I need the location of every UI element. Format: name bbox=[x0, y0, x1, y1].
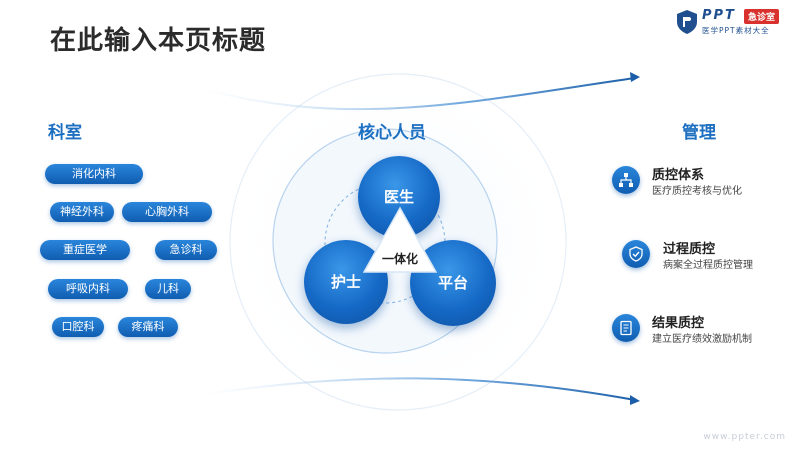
management-heading: 管理 bbox=[682, 123, 716, 143]
integration-triangle bbox=[362, 206, 438, 273]
department-pill[interactable]: 急诊科 bbox=[155, 240, 217, 260]
department-pill[interactable]: 口腔科 bbox=[52, 317, 104, 337]
department-pill[interactable]: 疼痛科 bbox=[118, 317, 178, 337]
logo-brand-text: PPT bbox=[702, 8, 736, 23]
management-item-desc: 医疗质控考核与优化 bbox=[652, 186, 742, 197]
management-item-icon[interactable] bbox=[622, 240, 650, 268]
management-item-desc: 病案全过程质控管理 bbox=[663, 260, 753, 271]
brand-logo: PPT 急诊室 医学PPT素材大全 bbox=[676, 8, 796, 38]
integration-label: 一体化 bbox=[381, 252, 418, 266]
org-chart-icon bbox=[619, 173, 633, 187]
management-item-title: 过程质控 bbox=[663, 242, 716, 257]
management-item-title: 结果质控 bbox=[652, 316, 705, 331]
shield-logo-icon bbox=[677, 10, 697, 34]
department-pill[interactable]: 心胸外科 bbox=[122, 202, 212, 222]
management-item-icon[interactable] bbox=[612, 314, 640, 342]
shield-check-icon bbox=[629, 246, 643, 262]
page-title: 在此输入本页标题 bbox=[50, 26, 267, 56]
department-pill[interactable]: 儿科 bbox=[145, 279, 191, 299]
management-item-desc: 建立医疗绩效激励机制 bbox=[652, 334, 752, 345]
document-icon bbox=[620, 320, 632, 336]
department-pill[interactable]: 呼吸内科 bbox=[48, 279, 128, 299]
logo-subtitle: 医学PPT素材大全 bbox=[702, 26, 770, 35]
department-pill[interactable]: 消化内科 bbox=[45, 164, 143, 184]
watermark: www.ppter.com bbox=[703, 432, 786, 442]
logo-badge: 急诊室 bbox=[744, 9, 780, 24]
management-item-title: 质控体系 bbox=[652, 168, 705, 183]
management-item-icon[interactable] bbox=[612, 166, 640, 194]
department-pill[interactable]: 神经外科 bbox=[50, 202, 114, 222]
departments-heading: 科室 bbox=[48, 123, 82, 143]
core-heading: 核心人员 bbox=[358, 123, 426, 143]
department-pill[interactable]: 重症医学 bbox=[40, 240, 130, 260]
